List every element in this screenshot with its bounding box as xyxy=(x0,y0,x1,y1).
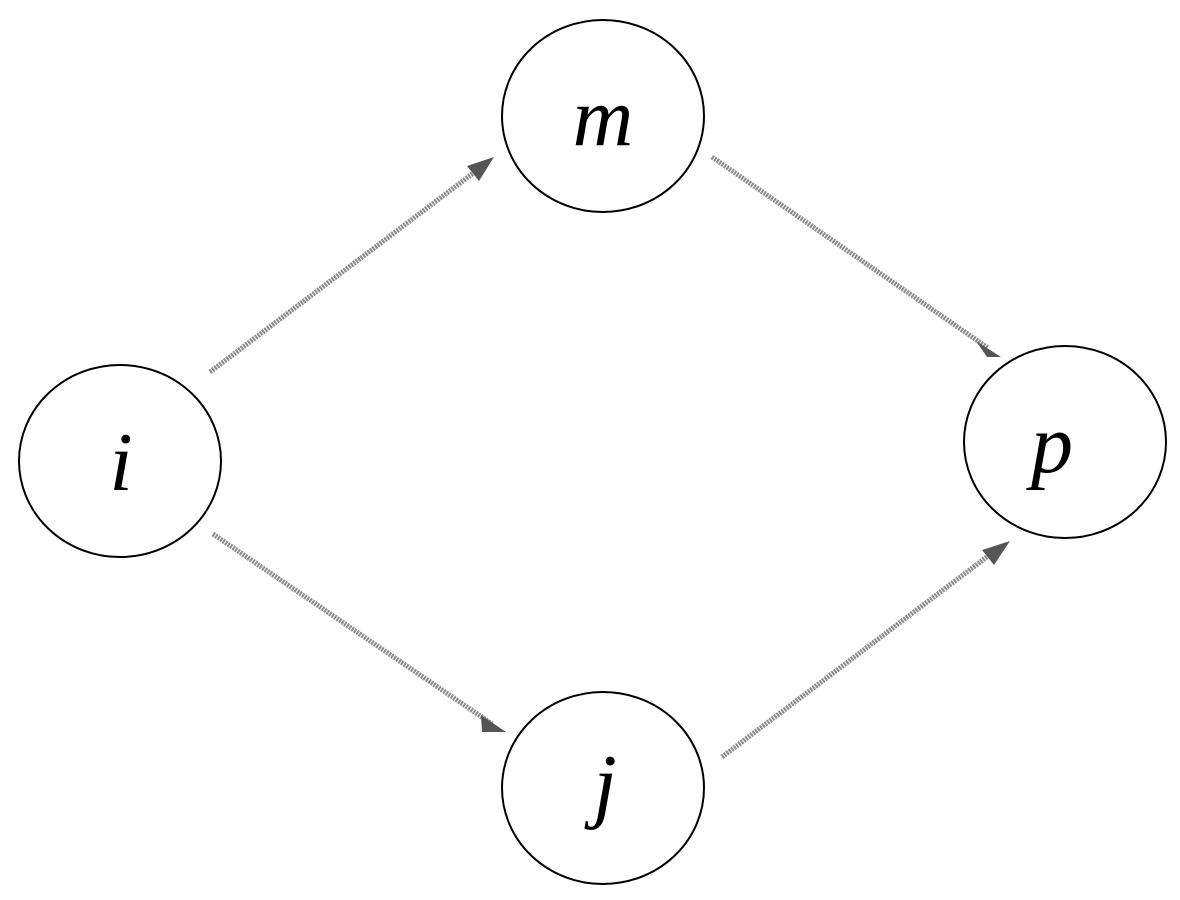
node-j: j xyxy=(501,691,705,885)
edge-i-to-j xyxy=(211,531,506,732)
node-i: i xyxy=(18,364,222,558)
arrowhead-icon xyxy=(481,715,506,732)
edge-m-to-p xyxy=(710,154,1001,357)
node-p: p xyxy=(963,345,1167,539)
arrowhead-icon xyxy=(982,541,1010,565)
arrowhead-icon xyxy=(976,341,1001,357)
node-label: p xyxy=(1026,398,1073,491)
edge-i-to-m xyxy=(208,157,494,374)
edge-j-to-p xyxy=(720,541,1010,759)
node-m: m xyxy=(501,19,705,213)
node-label: m xyxy=(573,71,634,164)
arrowhead-icon xyxy=(467,157,494,181)
node-label: i xyxy=(109,416,132,509)
